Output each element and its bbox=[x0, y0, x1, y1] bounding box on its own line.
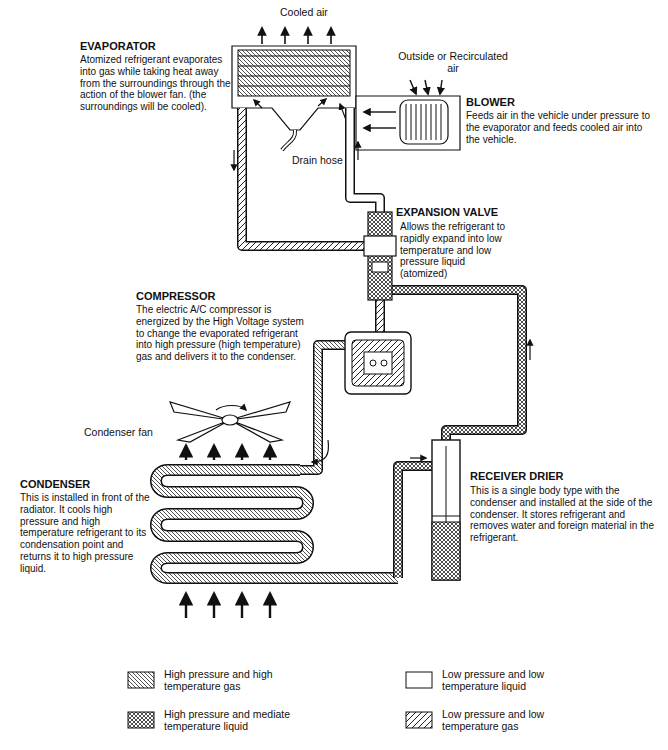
legend-text: High pressure and high temperature gas bbox=[164, 668, 314, 693]
component-description: Atomized refrigerant evaporates into gas… bbox=[80, 54, 232, 113]
component-description: Outside or Recirculated air bbox=[398, 50, 508, 75]
component-heading: RECEIVER DRIER bbox=[470, 470, 564, 483]
component-heading: EVAPORATOR bbox=[80, 40, 156, 53]
component-description: This is installed in front of the radiat… bbox=[20, 492, 150, 575]
component-description: This is a single body type with the cond… bbox=[470, 485, 658, 544]
legend-text: High pressure and mediate temperature li… bbox=[164, 708, 314, 733]
legend-text: Low pressure and low temperature liquid bbox=[442, 668, 592, 693]
component-heading: EXPANSION VALVE bbox=[396, 206, 498, 219]
component-heading: COMPRESSOR bbox=[136, 290, 215, 303]
component-description: Condenser fan bbox=[84, 426, 153, 438]
component-description: The electric A/C compressor is energized… bbox=[136, 304, 310, 363]
component-description: Cooled air bbox=[280, 6, 328, 18]
component-description: Allows the refrigerant to rapidly expand… bbox=[400, 221, 514, 280]
component-heading: BLOWER bbox=[466, 96, 515, 109]
component-description: Drain hose bbox=[292, 154, 343, 166]
legend-text: Low pressure and low temperature gas bbox=[442, 708, 592, 733]
component-description: Feeds air in the vehicle under pressure … bbox=[466, 110, 656, 145]
component-heading: CONDENSER bbox=[20, 478, 90, 491]
